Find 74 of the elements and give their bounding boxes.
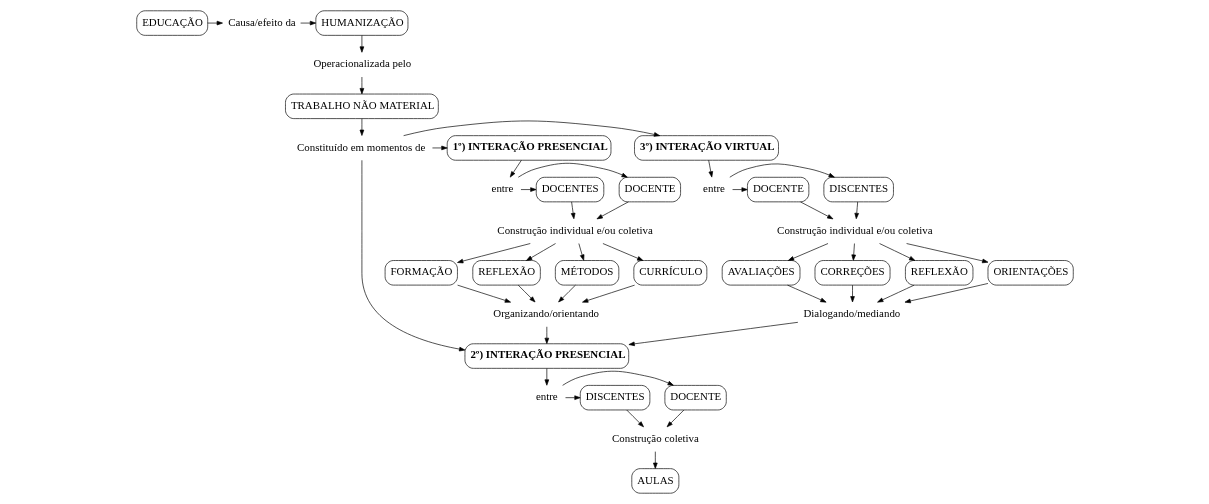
node-text: Dialogando/mediando bbox=[802, 307, 900, 320]
node-box: AULAS bbox=[630, 468, 679, 494]
arrow bbox=[876, 284, 914, 303]
arrow bbox=[359, 35, 364, 53]
node-box: EDUCAÇÃO bbox=[135, 10, 208, 36]
node-box: ORIENTAÇÕES bbox=[987, 260, 1074, 286]
node-text: Construção individual e/ou coletiva bbox=[776, 223, 933, 236]
node-text: Organizando/orientando bbox=[492, 307, 599, 320]
arrow bbox=[557, 284, 576, 303]
arrow bbox=[517, 284, 535, 303]
arrow bbox=[849, 284, 855, 303]
arrow bbox=[786, 284, 826, 303]
node-box: 1º) INTERAÇÃO PRESENCIAL bbox=[446, 135, 611, 161]
node-box: CURRÍCULO bbox=[633, 260, 707, 286]
arrow bbox=[850, 243, 856, 261]
arrow bbox=[564, 395, 581, 400]
node-text: entre bbox=[535, 390, 558, 403]
arrow bbox=[520, 187, 536, 192]
arrow bbox=[905, 243, 988, 264]
arrow bbox=[731, 187, 748, 192]
arrow bbox=[509, 159, 522, 178]
arrow bbox=[525, 243, 556, 261]
arrow bbox=[625, 409, 644, 428]
arrow bbox=[456, 243, 531, 264]
arrow bbox=[544, 326, 549, 344]
arrow bbox=[666, 409, 684, 428]
node-box: DOCENTE bbox=[618, 176, 681, 203]
arrow bbox=[581, 284, 635, 303]
node-box: TRABALHO NÃO MATERIAL bbox=[284, 93, 439, 119]
arrow bbox=[561, 370, 674, 386]
node-box: DOCENTE bbox=[746, 176, 809, 203]
arrow bbox=[402, 120, 660, 137]
arrow bbox=[431, 145, 447, 151]
node-text: Constituído em momentos de bbox=[296, 140, 425, 153]
node-box: DISCENTES bbox=[823, 176, 894, 203]
arrow bbox=[359, 118, 364, 136]
arrow bbox=[878, 243, 915, 261]
arrow bbox=[728, 163, 835, 178]
node-text: entre bbox=[702, 182, 725, 195]
arrow bbox=[456, 284, 511, 303]
arrow bbox=[799, 201, 833, 220]
node-box: REFLEXÃO bbox=[471, 260, 541, 286]
arrow bbox=[299, 20, 316, 26]
node-box: FORMAÇÃO bbox=[384, 260, 458, 286]
node-box: REFLEXÃO bbox=[904, 260, 973, 286]
node-box: DOCENTES bbox=[535, 176, 604, 203]
arrow bbox=[359, 76, 364, 95]
node-box: MÉTODOS bbox=[554, 260, 619, 286]
node-text: entre bbox=[491, 182, 513, 195]
node-box: HUMANIZAÇÃO bbox=[315, 10, 408, 36]
node-text: Construção individual e/ou coletiva bbox=[496, 223, 653, 236]
arrow bbox=[578, 243, 584, 261]
node-box: 2º) INTERAÇÃO PRESENCIAL bbox=[464, 343, 629, 369]
node-box: DISCENTES bbox=[579, 385, 650, 411]
node-box: AVALIAÇÕES bbox=[721, 260, 800, 286]
arrow bbox=[707, 159, 713, 178]
arrow bbox=[544, 368, 549, 386]
node-text: Construção coletiva bbox=[611, 431, 699, 444]
arrow bbox=[517, 162, 628, 178]
node-text: Causa/efeito da bbox=[227, 15, 296, 28]
arrow bbox=[652, 451, 658, 469]
node-box: DOCENTE bbox=[664, 385, 727, 411]
arrow bbox=[596, 201, 629, 220]
arrow bbox=[361, 159, 465, 352]
node-text: Operacionalizada pelo bbox=[312, 57, 411, 70]
arrow bbox=[628, 322, 798, 347]
arrow bbox=[904, 283, 988, 304]
arrow bbox=[207, 20, 223, 26]
arrow bbox=[787, 243, 828, 261]
arrow bbox=[853, 201, 859, 220]
node-box: 3º) INTERAÇÃO VIRTUAL bbox=[633, 135, 779, 161]
arrow bbox=[570, 201, 575, 220]
arrow bbox=[602, 243, 643, 261]
node-box: CORREÇÕES bbox=[814, 260, 890, 286]
